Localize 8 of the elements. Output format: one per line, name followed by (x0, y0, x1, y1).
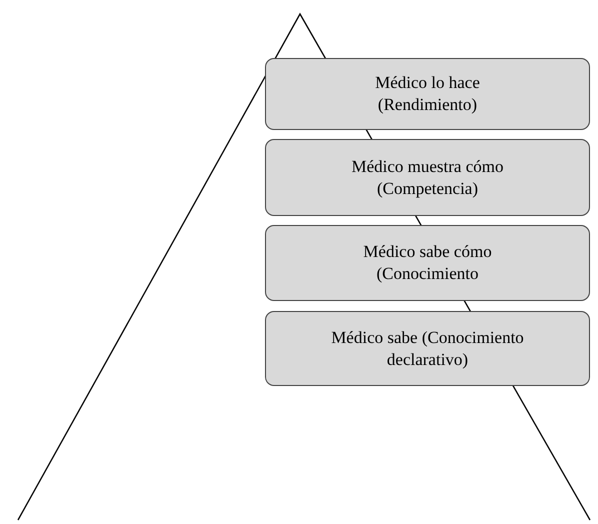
level-text: Médico muestra cómo (Competencia) (350, 156, 504, 200)
level-box (265, 58, 590, 130)
level-box (265, 225, 590, 301)
level-box (265, 139, 590, 216)
level-text: Médico sabe (Conocimiento declarativo) (330, 326, 525, 370)
level-text: Médico sabe cómo (Conocimiento (362, 241, 493, 285)
level-box (265, 311, 590, 386)
level-text: Médico lo hace (Rendimiento) (374, 72, 481, 116)
